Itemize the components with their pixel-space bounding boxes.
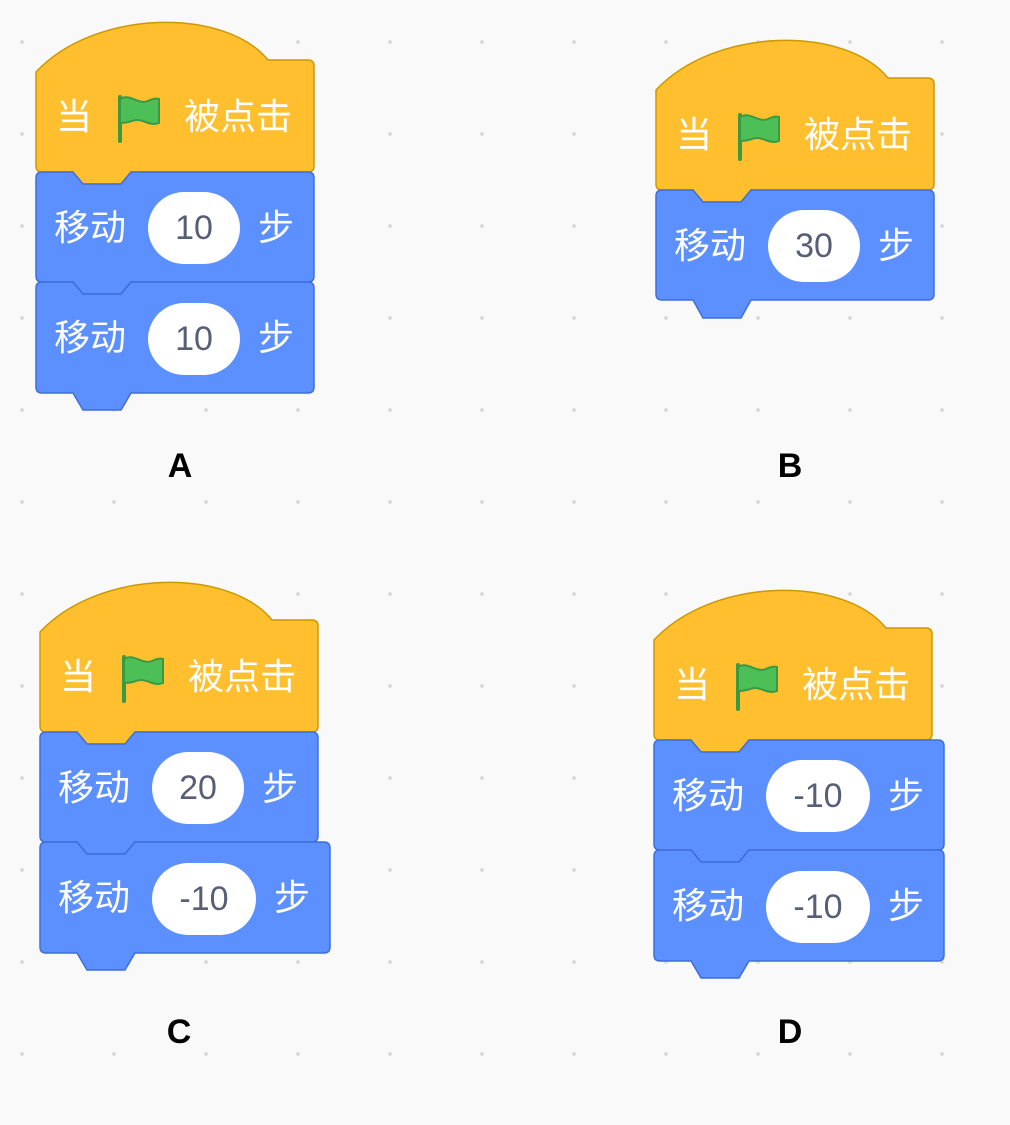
hat-when-text: 当 [676,115,713,156]
steps-label: 步 [258,318,295,359]
hat-clicked-text: 被点击 [804,115,913,156]
steps-input[interactable]: -10 [766,871,870,943]
green-flag-icon [122,655,164,703]
option-label-d: D [777,1013,803,1051]
steps-input[interactable]: -10 [152,863,256,935]
move-label: 移动 [54,208,127,249]
steps-label: 步 [888,886,925,927]
move-label: 移动 [672,776,745,817]
steps-input[interactable]: 10 [148,192,240,264]
move-label: 移动 [674,226,747,267]
move-label: 移动 [58,768,131,809]
hat-when-text: 当 [674,665,711,706]
steps-input[interactable]: 30 [768,210,860,282]
option-label-a: A [167,447,193,485]
move-label: 移动 [58,878,131,919]
hat-clicked-text: 被点击 [188,657,297,698]
steps-label: 步 [878,226,915,267]
hat-when-text: 当 [60,657,97,698]
green-flag-icon [736,663,778,711]
steps-label: 步 [274,878,311,919]
steps-label: 步 [888,776,925,817]
green-flag-icon [118,95,160,143]
hat-clicked-text: 被点击 [184,97,293,138]
script-b-shapes [655,39,935,319]
green-flag-icon [738,113,780,161]
steps-input[interactable]: 10 [148,303,240,375]
steps-label: 步 [258,208,295,249]
move-label: 移动 [54,318,127,359]
steps-label: 步 [262,768,299,809]
option-label-c: C [166,1013,192,1051]
steps-input[interactable]: 20 [152,752,244,824]
hat-when-text: 当 [56,97,93,138]
hat-clicked-text: 被点击 [802,665,911,706]
move-label: 移动 [672,886,745,927]
option-label-b: B [777,447,803,485]
steps-input[interactable]: -10 [766,760,870,832]
